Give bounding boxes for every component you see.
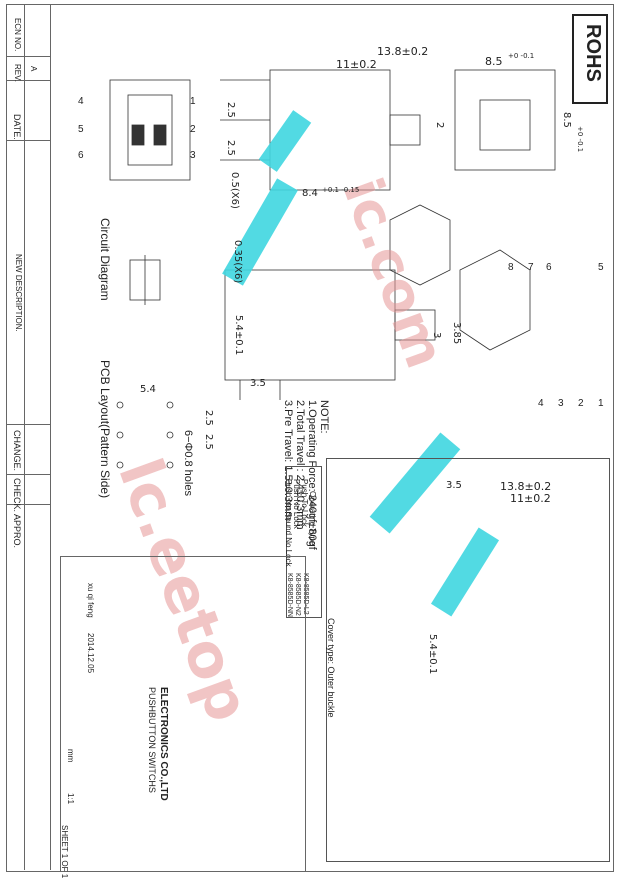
revision-block: ECN NO. REV. A DATE. NEW DESCRIPTION. CH… <box>6 4 51 870</box>
description-label: NEW DESCRIPTION. <box>14 254 23 332</box>
dim-body-length: 11±0.2 <box>336 58 377 71</box>
title-block: ELECTRONICS CO.,LTD PUSHBUTTON SWITCHS x… <box>60 556 306 878</box>
sheet: SHEET 1 OF 1 <box>60 825 69 878</box>
dim-side-offset: 3.5 <box>446 480 462 491</box>
pin-label: 5 <box>78 124 84 135</box>
part-callout: 4 <box>538 398 544 409</box>
pcb-hole <box>166 461 174 469</box>
scale: 1:1 <box>66 793 75 805</box>
dim-pin-offset: 3.5 <box>250 378 266 389</box>
part-callout: 8 <box>508 262 514 273</box>
appro-label: APPRO. <box>12 514 22 549</box>
pcb-title: PCB Layout(Pattern Side) <box>98 360 112 499</box>
dim-stroke: 2 <box>434 122 445 129</box>
dim-side-spacing: 5.4±0.1 <box>427 634 438 675</box>
part-callout: 2 <box>578 398 584 409</box>
pin-label: 1 <box>190 96 196 107</box>
change-label: CHANGE. <box>12 430 22 472</box>
part-callout: 3 <box>558 398 564 409</box>
ecn-label: ECN NO. <box>13 18 22 52</box>
rev-label: REV. <box>13 64 22 82</box>
dim-body-depth: 8.4 <box>302 188 318 199</box>
pin-label: 6 <box>78 150 84 161</box>
technical-drawing <box>109 69 556 469</box>
pin-label: 4 <box>78 96 84 107</box>
pcb-holes: 6−Φ0.8 holes <box>182 430 194 496</box>
pin-label: 2 <box>190 124 196 135</box>
switch-end-view <box>454 69 556 171</box>
part-callout: 5 <box>598 262 604 273</box>
switch-top-view <box>109 79 191 181</box>
dim-pin-thickness: 0.35(X6) <box>232 240 243 284</box>
dim-pin-width: 0.5(X6) <box>229 172 240 209</box>
dim-height-tol: +0 -0.1 <box>576 126 584 153</box>
notes-title: NOTE: <box>318 400 330 434</box>
pcb-hole <box>166 401 174 409</box>
outline-panel <box>326 458 610 862</box>
dim-row-spacing: 5.4±0.1 <box>233 315 244 356</box>
pcb-spacing-c: 2.5 <box>203 434 214 450</box>
rev-value: A <box>29 66 38 72</box>
check-label: CHECK. <box>12 478 22 513</box>
part-callout: 6 <box>546 262 552 273</box>
pcb-hole <box>116 401 124 409</box>
dim-width: 8.5 <box>485 55 503 68</box>
drawn-date: 2014.12.05 <box>86 633 95 674</box>
part-callout: 1 <box>598 398 604 409</box>
pcb-spacing-b: 2.5 <box>203 410 214 426</box>
product-name: PUSHBUTTON SWITCHS <box>147 687 157 793</box>
part-callout: 7 <box>528 262 534 273</box>
cover-type: Cover type: Outer buckle <box>326 618 336 718</box>
dim-cap-a: 3 <box>431 332 442 339</box>
drawn-by: xu qi feng <box>86 583 95 618</box>
company-name: ELECTRONICS CO.,LTD <box>158 687 169 801</box>
rohs-badge: ROHS <box>572 14 608 104</box>
date-label: DATE. <box>12 114 22 140</box>
pcb-hole <box>116 431 124 439</box>
drawing-frame <box>6 4 614 872</box>
dim-pin-pitch-a: 2.5 <box>225 102 236 118</box>
dim-body-depth-tol: +0.1 -0.15 <box>322 186 360 194</box>
dim-side-body: 11±0.2 <box>510 492 551 505</box>
dim-width-tol: +0 -0.1 <box>508 52 535 60</box>
pcb-hole <box>166 431 174 439</box>
unit: mm <box>66 749 75 763</box>
dim-pin-pitch-b: 2.5 <box>225 140 236 156</box>
pin-label: 3 <box>190 150 196 161</box>
dim-height: 8.5 <box>561 112 572 128</box>
type-table-right: Operating Type Push To Lock Push No Lock… <box>284 466 322 618</box>
pcb-hole <box>116 461 124 469</box>
exploded-view <box>459 249 531 351</box>
dim-side-length: 13.8±0.2 <box>500 480 552 493</box>
pcb-spacing-a: 5.4 <box>140 384 156 395</box>
dim-cap-b: 3.85 <box>451 322 462 345</box>
circuit-title: Circuit Diagram <box>98 218 112 301</box>
dim-overall-length: 13.8±0.2 <box>377 45 429 58</box>
